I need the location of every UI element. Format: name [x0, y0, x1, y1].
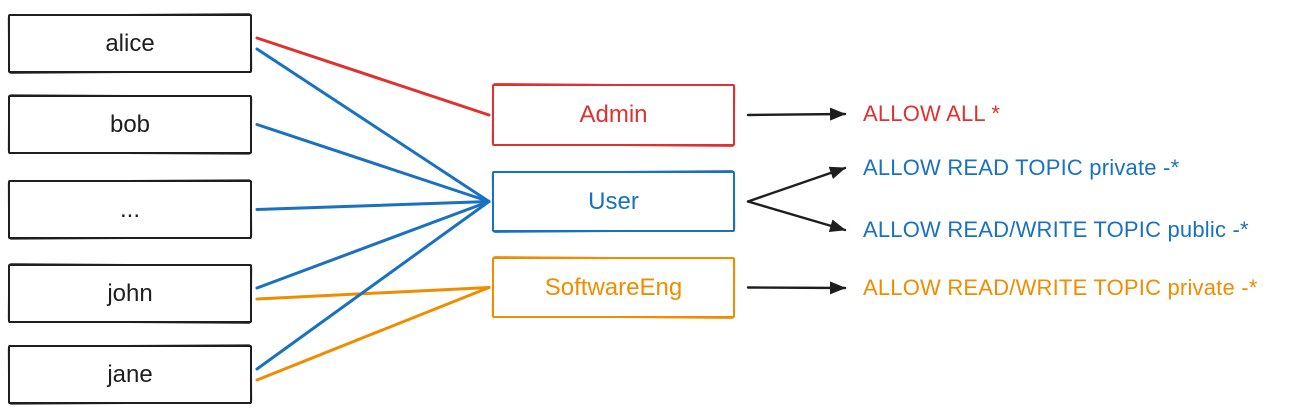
user-box-john: john — [8, 264, 252, 323]
permission-label-allow-all: ALLOW ALL * — [863, 101, 1001, 126]
permission-label-allow-rw-topic-public: ALLOW READ/WRITE TOPIC public -* — [863, 217, 1249, 242]
user-label-jane: jane — [107, 360, 153, 388]
role-box-admin: Admin — [492, 84, 735, 146]
grant-arrow-user-allow-rw-topic-public — [746, 200, 847, 233]
permission-label-allow-rw-topic-private: ALLOW READ/WRITE TOPIC private -* — [863, 275, 1258, 300]
grant-arrow-user-allow-read-topic-private — [746, 166, 847, 203]
membership-line-alice-admin — [255, 36, 491, 117]
membership-line-john-user — [255, 200, 491, 290]
membership-line-bob-user — [255, 123, 491, 203]
user-label-ellipsis: ... — [119, 195, 140, 223]
membership-line-john-softwareeng — [255, 286, 491, 301]
role-box-user: User — [492, 171, 735, 232]
role-label-softwareeng: SoftwareEng — [544, 273, 683, 301]
role-label-user: User — [588, 187, 639, 215]
permission-label-allow-read-topic-private: ALLOW READ TOPIC private -* — [863, 155, 1180, 180]
role-box-softwareeng: SoftwareEng — [492, 257, 735, 318]
user-label-bob: bob — [109, 110, 151, 138]
user-box-ellipsis: ... — [8, 180, 252, 239]
user-label-alice: alice — [105, 29, 155, 57]
user-box-alice: alice — [8, 14, 252, 73]
user-label-john: john — [107, 279, 153, 307]
membership-line-ellipsis-user — [255, 200, 491, 211]
grant-arrow-softwareeng-allow-rw-topic-private — [746, 281, 847, 295]
user-box-bob: bob — [8, 95, 252, 154]
grant-arrow-admin-allow-all — [746, 107, 847, 121]
membership-line-jane-user — [255, 200, 491, 371]
membership-line-alice-user — [255, 47, 491, 203]
user-box-jane: jane — [8, 345, 252, 404]
membership-line-jane-softwareeng — [255, 286, 491, 382]
role-label-admin: Admin — [579, 101, 648, 128]
